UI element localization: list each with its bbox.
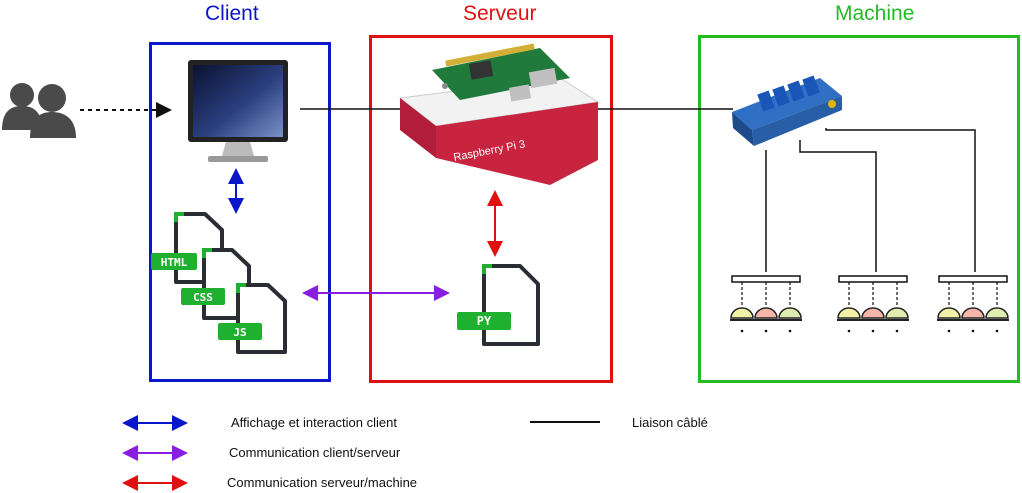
monitor-icon (188, 60, 288, 162)
py-file-icon (482, 264, 540, 346)
js-badge-label: JS (233, 326, 246, 339)
lamp-icon (937, 307, 961, 319)
py-badge-label: PY (477, 314, 492, 328)
serveur-title: Serveur (463, 2, 537, 25)
lamp-group (937, 275, 1009, 333)
css-badge-label: CSS (193, 291, 213, 304)
js-badge: JS (218, 323, 262, 340)
lamp-group (730, 275, 802, 333)
lamp-icon (778, 307, 802, 319)
html-badge-label: HTML (161, 256, 188, 269)
users-icon (2, 83, 76, 138)
serveur-box (369, 35, 613, 383)
lamp-icon (861, 307, 885, 319)
css-badge: CSS (181, 288, 225, 305)
legend-blue-label: Affichage et interaction client (231, 415, 397, 430)
py-badge: PY (457, 312, 511, 330)
client-box (149, 42, 331, 382)
lamp-icon (754, 307, 778, 319)
machine-title: Machine (835, 2, 915, 25)
html-badge: HTML (151, 253, 197, 270)
legend-wire-label: Liaison câblé (632, 415, 708, 430)
lamp-icon (985, 307, 1009, 319)
legend-purple-label: Communication client/serveur (229, 445, 401, 460)
lamp-icon (730, 307, 754, 319)
lamp-icon (837, 307, 861, 319)
relay-wires (765, 128, 976, 272)
machine-box (698, 35, 1020, 383)
lamp-icon (885, 307, 909, 319)
js-file-icon (236, 283, 287, 354)
lamp-group (837, 275, 909, 333)
raspberry-pi-icon: Raspberry Pi 3 (398, 43, 600, 185)
relay-module-icon (732, 75, 842, 146)
lamp-icon (961, 307, 985, 319)
client-title: Client (205, 2, 259, 25)
legend-red-label: Communication serveur/machine (227, 475, 418, 490)
